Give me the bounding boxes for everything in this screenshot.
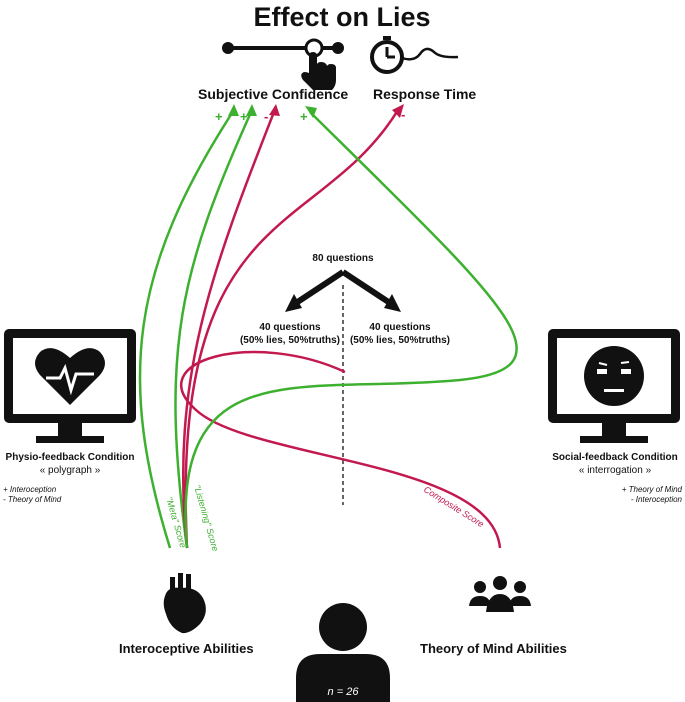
listening-score-curve [174,109,254,549]
page-title: Effect on Lies [253,2,431,32]
effect-sign-3: - [264,109,268,124]
tom-curve-to-confidence [184,111,518,549]
tom-abilities-label: Theory of Mind Abilities [420,641,567,656]
physio-condition-title: Physio-feedback Condition [5,452,135,463]
meta-score-curve [138,109,236,549]
group-icon [469,576,531,612]
physio-condition-plus: + Interoception [3,485,57,494]
stopwatch-icon [370,36,459,74]
social-condition-plus: + Theory of Mind [621,485,682,494]
interoception-curve-to-confidence [181,111,276,549]
questions-right-ratio: (50% lies, 50%truths) [349,335,451,346]
slider-hand-icon [222,38,344,90]
questions-left-count: 40 questions [259,322,321,333]
question-split-arrows [285,269,401,505]
questions-left-ratio: (50% lies, 50%truths) [239,335,341,346]
anatomical-heart-icon [163,573,206,634]
face-monitor-icon [548,329,680,443]
participant-count: n = 26 [327,686,359,698]
outcome-confidence-label: Subjective Confidence [198,86,349,102]
interoception-curve-to-response-time [184,109,400,549]
physio-condition-subtitle: « polygraph » [39,465,101,476]
social-condition-title: Social-feedback Condition [552,452,678,463]
composite-score-label: Composite Score [422,484,486,529]
outcome-response-time-label: Response Time [373,86,477,102]
effect-sign-2: + [240,109,248,124]
heart-monitor-icon [4,329,136,443]
physio-condition-minus: - Theory of Mind [3,495,62,504]
interoceptive-abilities-label: Interoceptive Abilities [119,641,254,656]
person-icon [296,603,390,702]
arrowheads [228,104,404,118]
questions-total: 80 questions [312,253,374,264]
composite-score-curve [180,350,502,549]
effect-sign-4: + [300,109,308,124]
social-condition-subtitle: « interrogation » [578,465,652,476]
questions-right-count: 40 questions [369,322,431,333]
effect-sign-1: + [215,109,223,124]
listening-score-label: "Listening" Score [192,484,220,553]
effect-sign-rt: - [401,107,405,122]
social-condition-minus: - Interoception [630,495,682,504]
